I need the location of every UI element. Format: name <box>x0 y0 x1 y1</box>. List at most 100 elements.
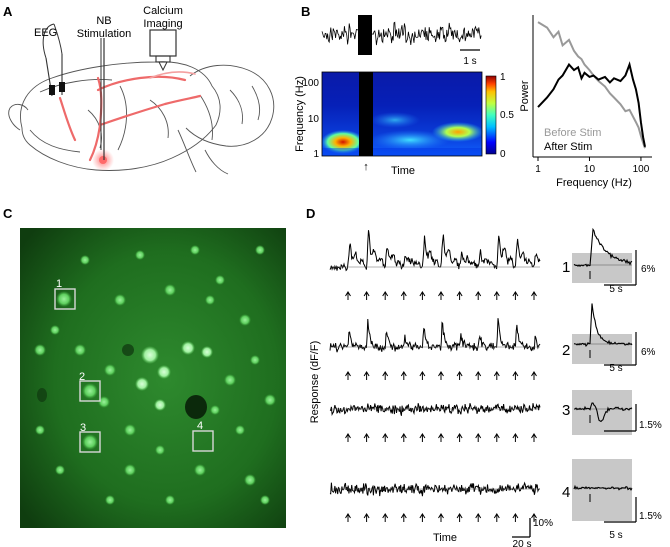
roi-box-3[interactable] <box>79 431 101 453</box>
neuron-cell <box>239 314 251 326</box>
avg-response-trace-4 <box>573 484 633 491</box>
stim-arrow-head <box>456 513 463 519</box>
amp-scale-label: 10% <box>533 518 553 529</box>
roi-label-4: 4 <box>197 420 203 432</box>
stim-arrow-head <box>531 513 537 519</box>
spectrogram-ytick-10: 10 <box>308 114 320 125</box>
stim-arrow-head <box>531 291 537 297</box>
avg-shaded-window <box>572 334 632 364</box>
colorbar <box>485 75 497 155</box>
series-before-stim-line <box>537 21 646 149</box>
stim-arrow-head <box>382 371 389 377</box>
roi-box-4[interactable] <box>192 430 214 452</box>
avg-response-trace-2 <box>573 303 633 348</box>
roi-box-2[interactable] <box>79 380 101 402</box>
panel-label-a: A <box>3 4 13 19</box>
neuron-cell <box>104 364 116 376</box>
spectrogram-stim-arrow: ↑ <box>363 161 369 173</box>
stim-arrow-head <box>493 291 500 297</box>
neuron-cell <box>224 374 236 386</box>
neuron-cell <box>250 355 260 365</box>
response-trace-3 <box>329 403 541 416</box>
trace-number-1: 1 <box>562 259 570 276</box>
stim-arrow-head <box>475 371 482 377</box>
calcium-image <box>20 228 286 528</box>
colorbar-tick-0: 0 <box>500 149 506 160</box>
neuron-cell <box>181 341 195 355</box>
spectrogram-ytick-100: 100 <box>302 78 319 89</box>
neuron-cell <box>194 464 206 476</box>
roi-label-2: 2 <box>79 371 85 383</box>
power-xlabel: Frequency (Hz) <box>556 177 632 189</box>
avg-amp-scale-1: 6% <box>641 264 656 275</box>
stim-arrow-head <box>456 291 463 297</box>
stim-arrow-head <box>345 371 351 377</box>
avg-shaded-window <box>572 253 632 283</box>
trace-number-3: 3 <box>562 402 570 419</box>
neuron-cell <box>124 464 136 476</box>
stim-arrow-head <box>419 513 426 519</box>
stim-arrow-head <box>531 433 537 439</box>
averaged-responses <box>572 227 637 523</box>
nb-label-line1: NB <box>96 15 111 27</box>
power-x-tick-label: 10 <box>584 164 596 175</box>
stim-arrow-head <box>475 513 482 519</box>
eeg-stim-block <box>358 15 372 55</box>
stim-arrow-head <box>345 433 351 439</box>
roi-label-1: 1 <box>56 278 62 290</box>
stim-arrow-head <box>493 513 500 519</box>
stim-arrow-head <box>400 513 407 519</box>
neuron-cell <box>82 383 98 399</box>
power-x-tick-label: 100 <box>633 164 650 175</box>
neuron-cell <box>135 250 145 260</box>
response-trace-1 <box>329 230 541 272</box>
stim-arrow-head <box>345 291 351 297</box>
stim-arrow-head <box>456 433 463 439</box>
avg-amp-scale-4: 1.5% <box>639 511 662 522</box>
neuron-cell <box>141 346 159 364</box>
nb-label-line2: Stimulation <box>77 28 131 40</box>
stim-arrow-head <box>382 433 389 439</box>
stim-arrow-head <box>475 433 482 439</box>
traces-xlabel: Time <box>433 532 457 544</box>
neuron-cell <box>135 377 149 391</box>
legend-after-stim: After Stim <box>544 141 592 153</box>
colorbar-tick-1: 1 <box>500 72 506 83</box>
neuron-cell <box>215 275 225 285</box>
eeg-trace <box>321 21 482 46</box>
neuron-cell <box>80 255 90 265</box>
stim-arrow-head <box>400 433 407 439</box>
stim-arrow-head <box>363 433 370 439</box>
neuron-cell <box>34 344 46 356</box>
stim-arrow-head <box>512 433 519 439</box>
panel-label-c: C <box>3 206 13 221</box>
neuron-cell <box>155 445 165 455</box>
neuron-cell <box>56 291 72 307</box>
neuron-cell <box>264 394 276 406</box>
power-x-ticks: 1 10 100 <box>535 157 650 175</box>
neuron-cell <box>164 284 176 296</box>
series-after-stim-line <box>537 61 646 147</box>
neuron-cell <box>124 424 136 436</box>
panel-label-b: B <box>301 4 310 19</box>
roi-box-1[interactable] <box>54 288 76 310</box>
power-spectrum-chart: 1 10 100 <box>532 15 652 175</box>
avg-amp-scale-2: 6% <box>641 347 656 358</box>
neuron-cell <box>260 495 270 505</box>
stim-arrow-head <box>438 513 444 519</box>
stim-arrow-head <box>475 291 482 297</box>
stim-arrow-head <box>512 371 519 377</box>
spectrogram-ylabel: Frequency (Hz) <box>294 76 306 152</box>
response-trace-4 <box>329 481 540 497</box>
stim-arrow-head <box>363 291 370 297</box>
power-x-tick-label: 1 <box>535 164 541 175</box>
response-traces <box>329 230 541 497</box>
spectrogram <box>321 71 484 157</box>
spectrogram-ytick-1: 1 <box>313 149 319 160</box>
avg-response-trace-3 <box>574 402 633 423</box>
avg-response-trace-1 <box>573 227 633 268</box>
stim-arrow-head <box>493 371 500 377</box>
neuron-cell <box>114 294 126 306</box>
trace-number-2: 2 <box>562 342 570 359</box>
